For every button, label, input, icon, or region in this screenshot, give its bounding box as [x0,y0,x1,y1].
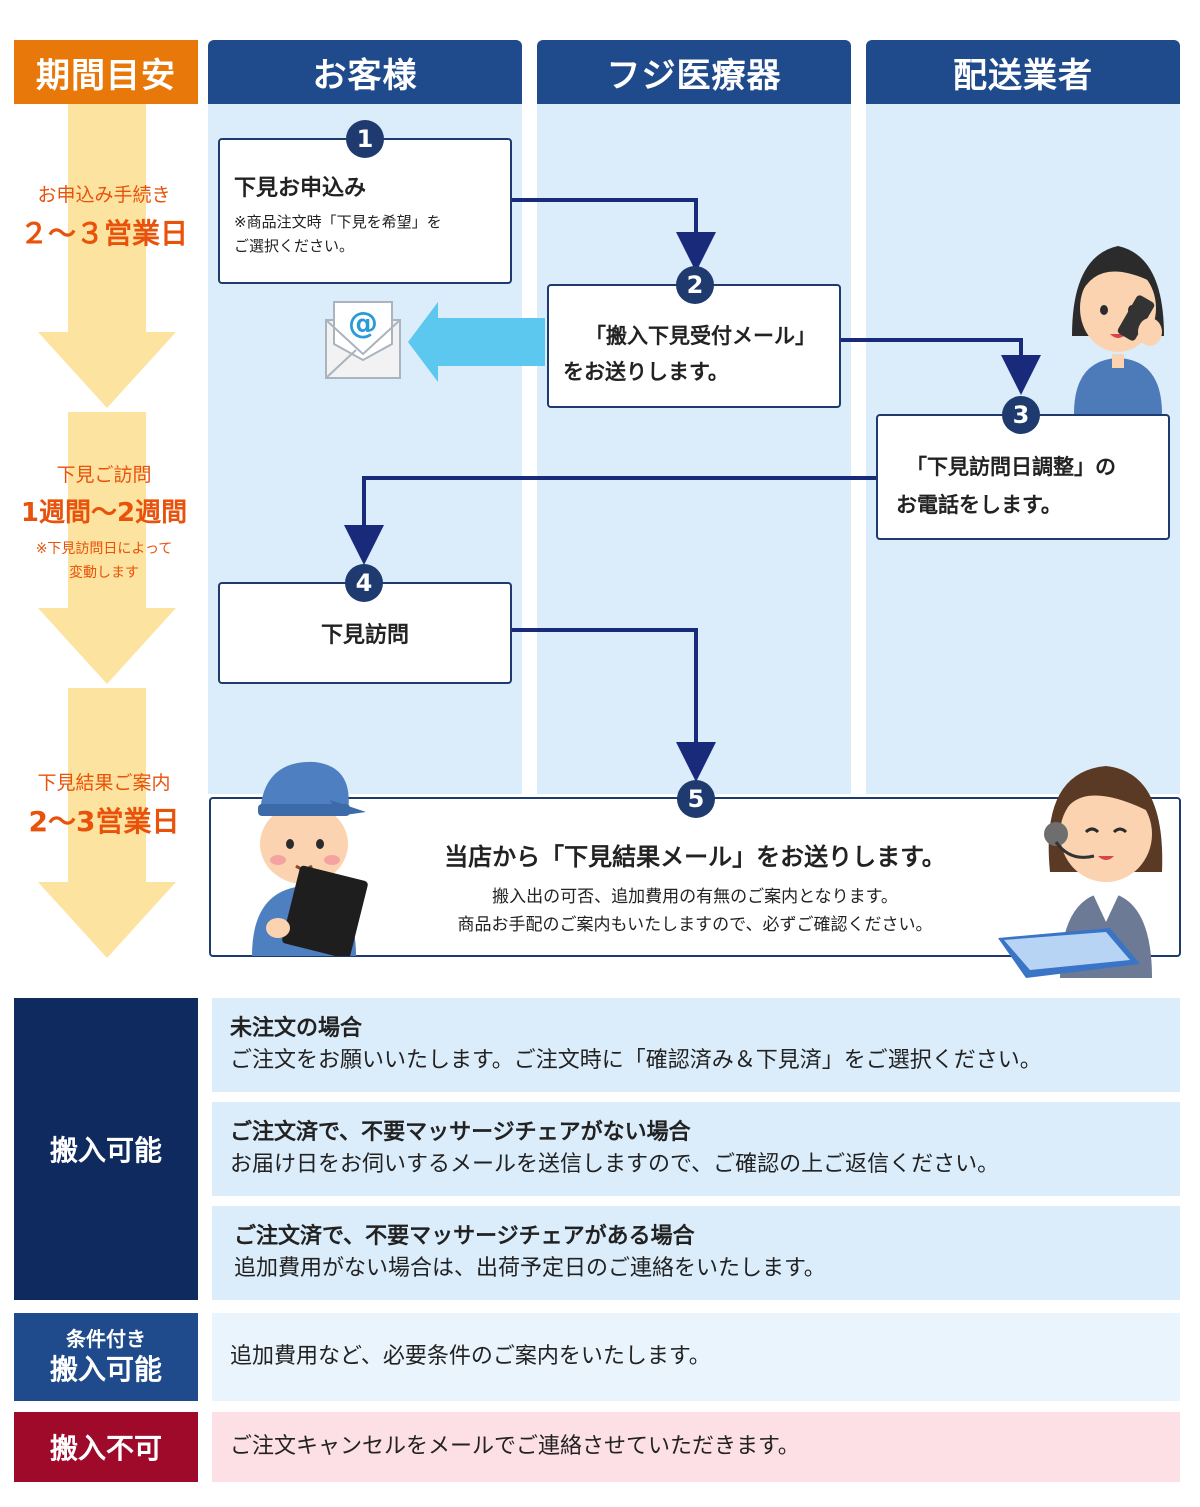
step-2-line-2: をお送りします。 [563,360,729,384]
header-customer: お客様 [208,40,522,104]
result-possible-row-1: 未注文の場合 ご注文をお願いいたします。ご注文時に「確認済み＆下見済」をご選択く… [212,998,1180,1092]
email-send-graphic [325,301,545,382]
step-2-box: 「搬入下見受付メール」 をお送りします。 [547,284,841,408]
result-impossible-label-text: 搬入不可 [49,1432,162,1465]
header-period: 期間目安 [14,40,198,104]
step-5-box: 当店から「下見結果メール」をお送りします。 搬入出の可否、追加費用の有無のご案内… [209,797,1181,957]
result-possible-row-2-heading: ご注文済で、不要マッサージチェアがない場合 [230,1120,691,1145]
result-possible-row-1-heading: 未注文の場合 [230,1016,363,1041]
step-3-line-2: お電話をします。 [896,493,1062,517]
step-4-number: 4 [345,564,383,602]
period-2-note-2: 変動します [69,565,139,581]
connector-4-5 [511,628,716,782]
support-operator-illustration [998,766,1163,978]
step-5-line-1: 搬入出の可否、追加費用の有無のご案内となります。 [492,887,898,907]
step-3-number: 3 [1002,396,1040,434]
period-arrow-1 [38,104,176,408]
connector-1-2 [511,198,716,272]
header-delivery: 配送業者 [866,40,1180,104]
result-possible-row-2-text: お届け日をお伺いするメールを送信しますので、ご確認の上ご返信ください。 [230,1152,1000,1177]
result-impossible-text: ご注文キャンセルをメールでご連絡させていただきます。 [230,1434,800,1459]
period-3-label: 下見結果ご案内 [37,772,171,794]
step-5-line-2: 商品お手配のご案内もいたしますので、必ずご確認ください。 [457,915,933,935]
step-1-title: 下見お申込み [234,176,367,201]
envelope-icon [325,301,401,379]
result-impossible-row: ご注文キャンセルをメールでご連絡させていただきます。 [212,1412,1180,1482]
period-1-duration: ２～３営業日 [19,217,188,250]
step-3-box: 「下見訪問日調整」の お電話をします。 [876,414,1170,540]
step-1-box: 下見お申込み ※商品注文時「下見を希望」を ご選択ください。 [218,138,512,284]
result-possible-row-3: ご注文済で、不要マッサージチェアがある場合 追加費用がない場合は、出荷予定日のご… [212,1206,1180,1300]
step-1-note-1: ※商品注文時「下見を希望」を [234,213,442,231]
period-arrows [38,104,176,958]
result-possible-row-3-heading: ご注文済で、不要マッサージチェアがある場合 [234,1224,695,1249]
period-2-label: 下見ご訪問 [56,464,152,486]
header-company: フジ医療器 [537,40,851,104]
result-conditional-text: 追加費用など、必要条件のご案内をいたします。 [230,1344,711,1369]
result-possible-row-1-text: ご注文をお願いいたします。ご注文時に「確認済み＆下見済」をご選択ください。 [230,1048,1042,1073]
result-conditional-row: 追加費用など、必要条件のご案内をいたします。 [212,1313,1180,1401]
period-arrow-2 [38,412,176,684]
result-impossible-label: 搬入不可 [14,1412,198,1482]
at-sign-icon: @ [348,306,378,341]
step-2-line-1: 「搬入下見受付メール」 [585,324,816,348]
step-5-number: 5 [677,780,715,818]
result-conditional-label-1: 条件付き [66,1327,146,1351]
flow-connectors [344,198,1041,782]
result-possible-row-3-text: 追加費用がない場合は、出荷予定日のご連絡をいたします。 [234,1256,826,1281]
period-2-note-1: ※下見訪問日によって [35,541,173,557]
connector-2-3 [840,338,1041,395]
period-1-label: お申込み手続き [37,184,171,206]
cyan-arrow [408,302,545,382]
result-conditional-label: 条件付き 搬入可能 [14,1313,198,1401]
step-1-note-2: ご選択ください。 [234,237,355,255]
step-2-number: 2 [676,266,714,304]
step-5-title: 当店から「下見結果メール」をお送りします。 [444,843,946,871]
result-possible-row-2: ご注文済で、不要マッサージチェアがない場合 お届け日をお伺いするメールを送信しま… [212,1102,1180,1196]
worker-illustration [252,761,368,956]
step-4-title: 下見訪問 [320,623,409,648]
step-1-number: 1 [346,120,384,158]
step-3-line-1: 「下見訪問日調整」の [906,455,1116,479]
result-conditional-label-2: 搬入可能 [49,1353,162,1386]
connector-3-4 [344,476,876,565]
result-possible-label: 搬入可能 [14,998,198,1300]
period-3-duration: 2～3営業日 [28,805,180,838]
period-2-duration: 1週間～2週間 [20,498,188,528]
period-arrow-3 [38,688,176,958]
phone-operator-illustration [1072,246,1164,414]
result-possible-label-text: 搬入可能 [49,1134,162,1167]
